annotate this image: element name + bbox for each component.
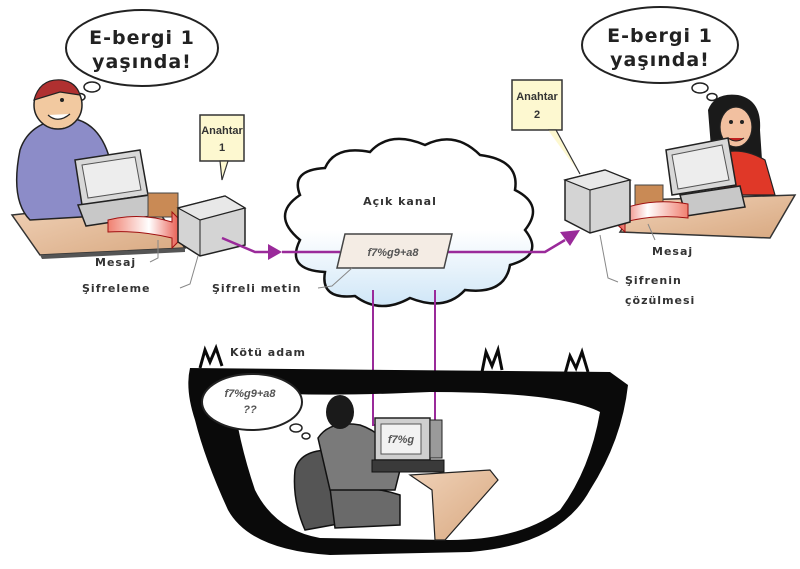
- sender-thought-bubble: E-bergi 1 yaşında!: [65, 9, 219, 102]
- arrow-head-icon: [560, 230, 580, 246]
- encryption-label: Şifreleme: [82, 282, 151, 295]
- eavesdropper-desk: [408, 469, 499, 541]
- eavesdropper-group: Kötü adam f7%g9+a8 ?? f7%g: [188, 343, 629, 555]
- eavesdropper-thought-bubble: f7%g9+a8 ??: [201, 373, 311, 440]
- decryption-label-line-1: Şifrenin: [625, 274, 682, 287]
- sender-computer: [74, 149, 160, 227]
- receiver-thought-bubble: E-bergi 1 yaşında!: [581, 6, 739, 102]
- decryption-label-line-2: çözülmesi: [625, 294, 695, 307]
- eavesdropper-computer: f7%g: [371, 417, 445, 473]
- receiver-group: E-bergi 1 yaşında!: [511, 6, 797, 307]
- ciphertext-label: Şifreli metin: [212, 282, 302, 295]
- open-channel: Açık kanal: [283, 137, 535, 308]
- eavesdropper-screen-text: f7%g: [388, 434, 415, 446]
- key-1-note: Anahtar 1: [199, 114, 245, 181]
- sender-group: E-bergi 1 yaşında!: [10, 9, 247, 295]
- key-2-note: Anahtar 2: [511, 79, 581, 175]
- eavesdropper-thought-line-1: f7%g9+a8: [224, 388, 276, 400]
- receiver-thought-line-1: E-bergi 1: [607, 25, 713, 47]
- ciphertext-value: f7%g9+a8: [367, 247, 419, 259]
- receiver-thought-line-2: yaşında!: [610, 49, 710, 71]
- decryption-box: [563, 169, 632, 234]
- sender-thought-line-1: E-bergi 1: [89, 27, 195, 49]
- key-2-label: Anahtar: [516, 91, 558, 103]
- sender-message-label: Mesaj: [95, 256, 136, 269]
- eavesdropper-label: Kötü adam: [230, 346, 306, 359]
- arrow-head-icon: [268, 244, 282, 260]
- ciphertext-card: f7%g9+a8: [336, 233, 453, 269]
- key-1-number: 1: [219, 142, 225, 154]
- key-1-label: Anahtar: [201, 125, 243, 137]
- open-channel-label: Açık kanal: [363, 195, 437, 208]
- receiver-computer: [665, 137, 746, 217]
- cloud-shape: [283, 137, 535, 308]
- encryption-box: [176, 195, 247, 257]
- sender-thought-line-2: yaşında!: [92, 51, 192, 73]
- receiver-message-label: Mesaj: [652, 245, 693, 258]
- eavesdropper-thought-line-2: ??: [243, 404, 257, 416]
- key-2-number: 2: [534, 109, 540, 121]
